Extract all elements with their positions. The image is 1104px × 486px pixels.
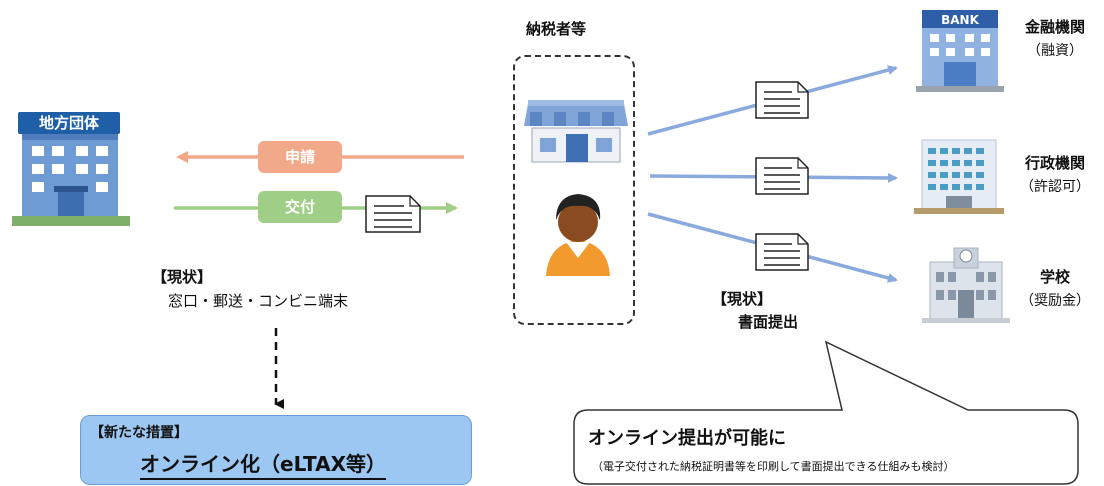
destination-agency-name: 行政機関 — [1024, 154, 1085, 172]
apply-label: 申請 — [258, 141, 342, 173]
destination-bank-name: 金融機関 — [1024, 18, 1085, 36]
person-icon — [546, 194, 610, 276]
callout-sub-text: （電子交付された納税証明書等を印刷して書面提出できる仕組みも検討） — [592, 460, 955, 473]
office-building-icon — [914, 139, 1004, 214]
school-icon — [922, 247, 1010, 323]
shop-icon — [524, 100, 628, 163]
right-status-text: 書面提出 — [738, 313, 799, 331]
new-measure-main: オンライン化（eLTAX等） — [140, 448, 386, 480]
destination-agency-sub: （許認可） — [1020, 179, 1090, 195]
left-status-heading: 【現状】 — [152, 268, 213, 286]
left-status-text: 窓口・郵送・コンビニ端末 — [168, 292, 349, 310]
destination-school-name: 学校 — [1039, 268, 1070, 286]
document-icon — [755, 81, 809, 119]
bank-building-icon: BANK — [916, 10, 1004, 92]
document-icon — [365, 195, 421, 233]
new-measure-box — [80, 415, 472, 485]
taxpayer-group — [513, 55, 635, 325]
local-government-label: 地方団体 — [18, 112, 120, 134]
issue-label: 交付 — [258, 191, 342, 223]
document-icon — [755, 157, 809, 195]
callout-bubble — [573, 340, 1079, 485]
destination-school-sub: （奨励金） — [1020, 293, 1090, 309]
municipal-office-building-icon — [12, 134, 130, 226]
new-measure-heading: 【新たな措置】 — [90, 425, 188, 441]
document-icon — [755, 233, 809, 271]
callout-main-text: オンライン提出が可能に — [588, 428, 786, 449]
bank-sign: BANK — [941, 13, 979, 27]
destination-bank-sub: （融資） — [1027, 43, 1083, 59]
right-status-heading: 【現状】 — [712, 290, 773, 308]
taxpayer-title: 納税者等 — [526, 20, 587, 38]
